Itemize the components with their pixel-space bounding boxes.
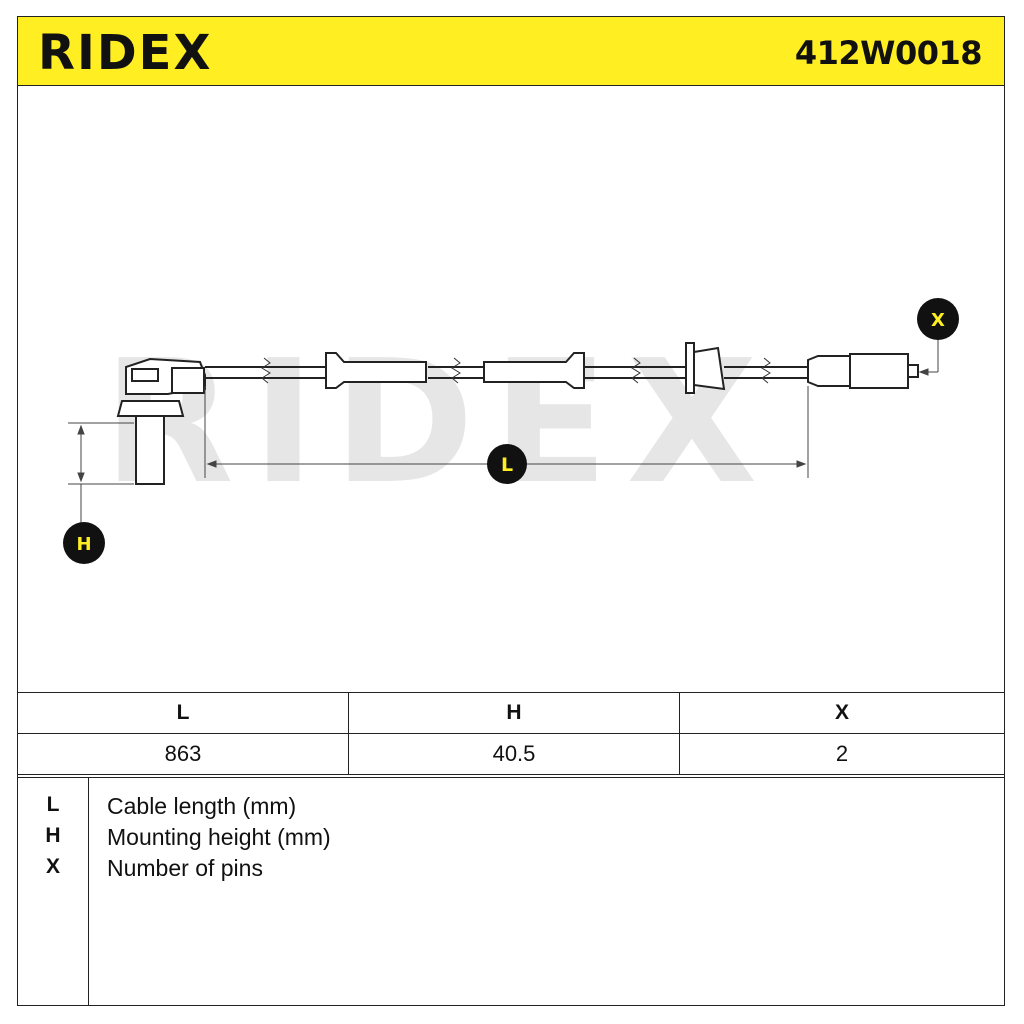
connector-boot — [807, 355, 851, 387]
sensor-notch — [131, 368, 159, 382]
legend-key: X — [45, 855, 60, 878]
value-x: 2 — [679, 733, 1005, 775]
value-l: 863 — [17, 733, 349, 775]
cable-grommet-2 — [483, 352, 585, 389]
header-l: L — [17, 692, 349, 734]
mounting-clip — [685, 342, 695, 394]
marker-h: H — [63, 522, 105, 564]
sensor-flange — [116, 400, 185, 417]
pins-leader — [918, 338, 939, 376]
sensor-tip — [135, 415, 165, 485]
sensor-diagram: RIDEX — [63, 298, 959, 564]
svg-text:L: L — [501, 454, 513, 476]
header-bar: RIDEX 412W0018 — [17, 16, 1005, 86]
legend-description: Cable length (mm) — [107, 793, 297, 819]
part-number: 412W0018 — [794, 34, 983, 72]
cable-entry — [171, 367, 205, 394]
marker-l: L — [487, 444, 527, 484]
cable-grommet-1 — [325, 352, 427, 389]
header-x: X — [679, 692, 1005, 734]
legend-divider — [88, 778, 89, 1005]
brand-name: RIDEX — [38, 27, 212, 77]
marker-x: X — [917, 298, 959, 340]
legend-description: Mounting height (mm) — [107, 824, 331, 850]
connector-plug — [849, 353, 909, 389]
header-h: H — [348, 692, 680, 734]
watermark-logo: RIDEX — [103, 324, 775, 522]
cable-break-marks — [261, 357, 771, 384]
spec-table: L H X 863 40.5 2 — [17, 692, 1005, 775]
connector-latch — [907, 364, 919, 378]
legend-key: H — [45, 824, 61, 847]
legend-description: Number of pins — [107, 855, 263, 881]
svg-text:X: X — [931, 310, 945, 331]
spec-header-row: L H X — [17, 692, 1005, 734]
value-h: 40.5 — [348, 733, 680, 775]
svg-text:H: H — [76, 534, 91, 555]
brand-logo: RIDEX — [38, 27, 212, 77]
height-dimension — [68, 422, 134, 526]
legend-key: L — [46, 793, 60, 816]
spec-value-row: 863 40.5 2 — [17, 733, 1005, 775]
technical-drawing: RIDEX — [18, 86, 1004, 692]
legend: L Cable length (mm) H Mounting height (m… — [17, 777, 1005, 1006]
